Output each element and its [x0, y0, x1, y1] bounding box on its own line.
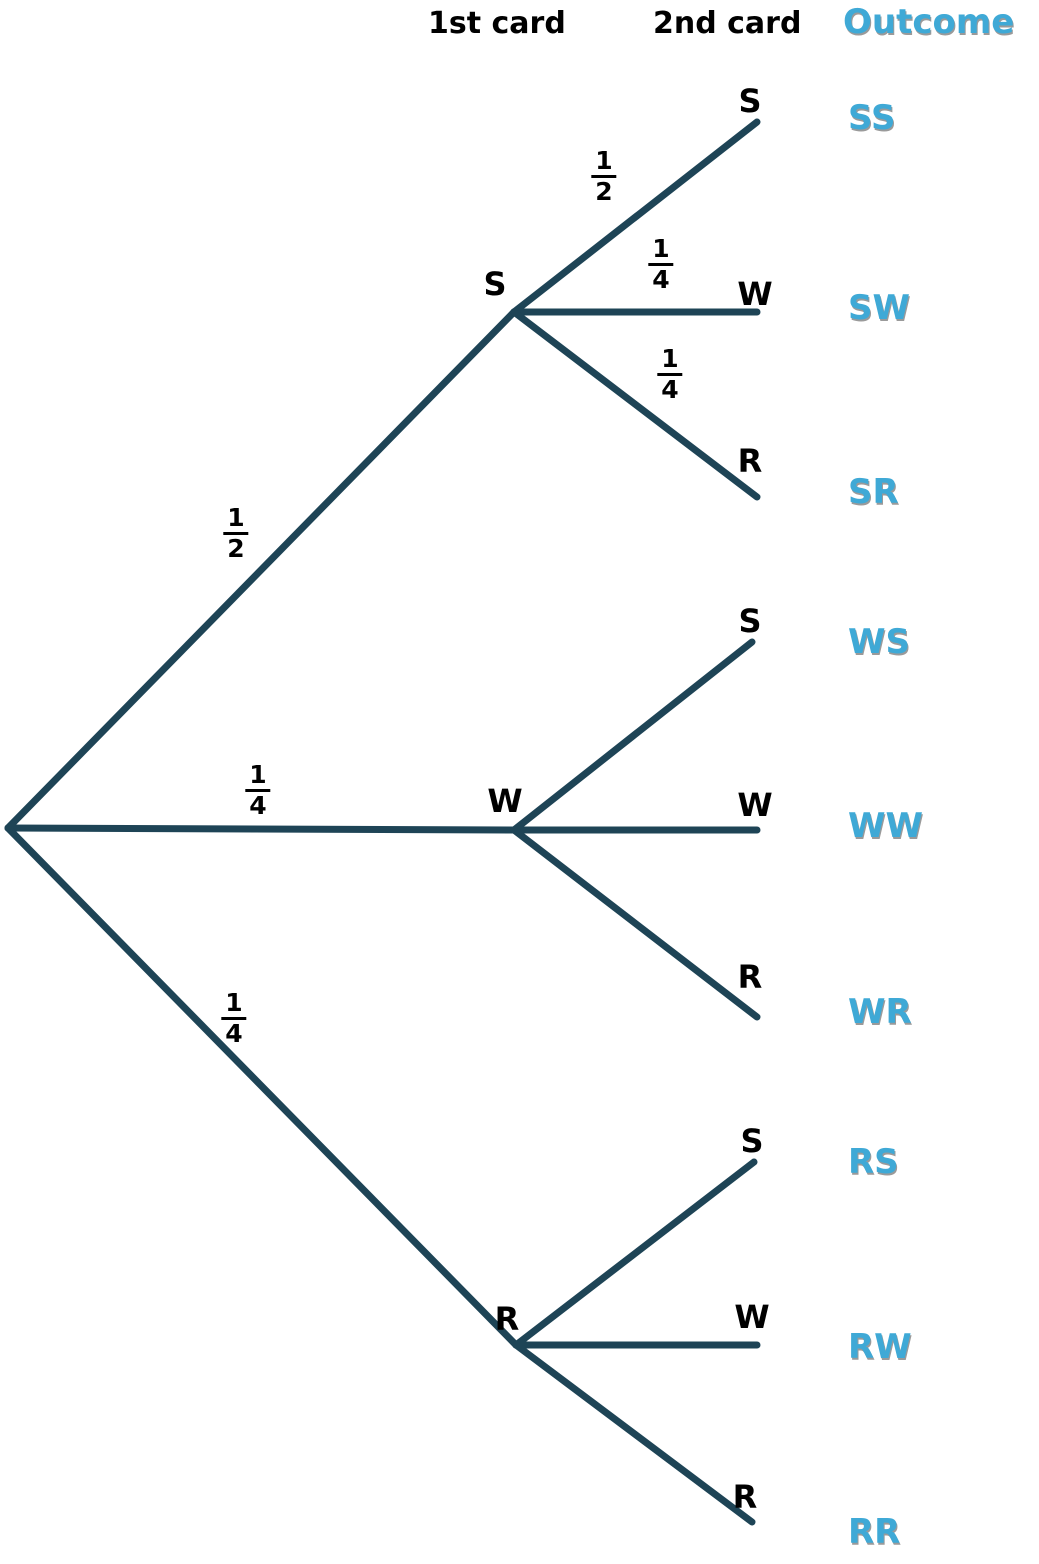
- outcome-sr: SR: [848, 472, 899, 512]
- outcome-wr: WR: [848, 992, 912, 1032]
- outcome-ww: WW: [848, 806, 924, 846]
- fraction-s-sr-numerator: 1: [657, 345, 683, 377]
- branch-w-wr: [510, 826, 761, 1021]
- leaf-rw: W: [734, 1298, 770, 1336]
- fraction-root-w-denominator: 4: [249, 791, 267, 821]
- fraction-s-ss: 1 2: [591, 147, 617, 207]
- outcome-rs: RS: [848, 1142, 899, 1182]
- fraction-s-ss-numerator: 1: [591, 147, 617, 179]
- branch-r-rs: [512, 1158, 758, 1349]
- leaf-rs: S: [740, 1122, 764, 1160]
- fraction-s-ss-denominator: 2: [595, 177, 613, 207]
- leaf-sw: W: [737, 275, 773, 313]
- header-second-card: 2nd card: [653, 6, 802, 41]
- node-level1-r: R: [494, 1300, 520, 1338]
- fraction-root-s-denominator: 2: [227, 534, 245, 564]
- outcome-rr: RR: [848, 1512, 901, 1552]
- node-level1-w: W: [487, 782, 523, 820]
- outcome-rw: RW: [848, 1327, 912, 1367]
- fraction-s-sw-numerator: 1: [648, 235, 674, 267]
- leaf-ss: S: [738, 82, 762, 120]
- node-level1-s: S: [483, 265, 507, 303]
- leaf-rr: R: [732, 1478, 758, 1516]
- branch-s-sr: [510, 308, 761, 501]
- leaf-sr: R: [737, 442, 763, 480]
- outcome-ws: WS: [848, 622, 910, 662]
- outcome-sw: SW: [848, 288, 910, 328]
- fraction-s-sw: 1 4: [648, 235, 674, 295]
- fraction-root-r: 1 4: [221, 989, 247, 1049]
- fraction-root-s-numerator: 1: [223, 504, 249, 536]
- leaf-wr: R: [737, 958, 763, 996]
- fraction-s-sr-denominator: 4: [661, 375, 679, 405]
- branch-r-rr: [512, 1341, 756, 1526]
- leaf-ws: S: [738, 602, 762, 640]
- fraction-s-sr: 1 4: [657, 345, 683, 405]
- outcome-ss: SS: [848, 98, 896, 138]
- fraction-root-s: 1 2: [223, 504, 249, 564]
- branch-root-s: [4, 308, 518, 832]
- fraction-root-w-numerator: 1: [245, 761, 271, 793]
- header-first-card: 1st card: [428, 6, 566, 41]
- fraction-root-r-denominator: 4: [225, 1019, 243, 1049]
- branch-s-ss: [510, 118, 761, 316]
- branch-root-w: [4, 824, 518, 834]
- fraction-root-w: 1 4: [245, 761, 271, 821]
- leaf-ww: W: [737, 786, 773, 824]
- branch-root-r: [4, 824, 520, 1349]
- branch-w-ws: [510, 638, 756, 834]
- fraction-root-r-numerator: 1: [221, 989, 247, 1021]
- header-outcome: Outcome: [843, 2, 1015, 42]
- fraction-s-sw-denominator: 4: [652, 265, 670, 295]
